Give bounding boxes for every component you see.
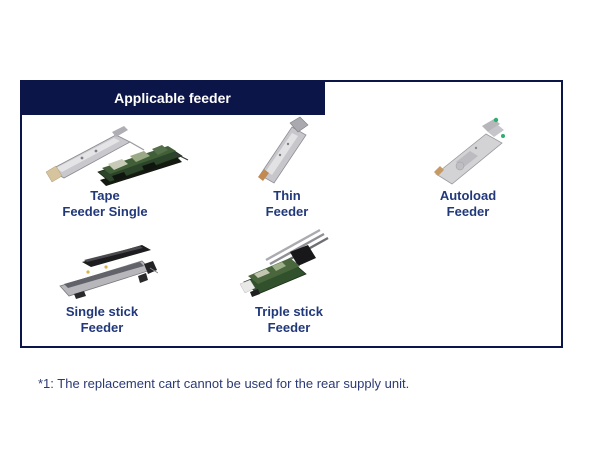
feeder-name-line1: Autoload	[439, 188, 497, 203]
triple-stick-feeder-image	[236, 224, 330, 302]
thin-feeder-label: Thin Feeder	[227, 188, 347, 220]
feeder-name-line2: Feeder	[265, 204, 309, 219]
single-stick-feeder-label: Single stick Feeder	[42, 304, 162, 336]
feeder-name-line1: Single stick	[65, 304, 139, 319]
triple-stick-feeder-label: Triple stick Feeder	[229, 304, 349, 336]
feeder-name-line1: Thin	[273, 188, 301, 203]
applicable-feeder-header: Applicable feeder	[20, 80, 325, 115]
feeder-name-line1: Triple stick	[255, 304, 323, 319]
feeder-name-line2: Feeder	[446, 204, 490, 219]
thin-feeder-image	[250, 113, 322, 189]
feeder-name-line2: Feeder	[80, 320, 124, 335]
feeder-name-line1: Tape	[90, 188, 120, 203]
tape-feeder-single-image	[42, 120, 192, 187]
footnote-text: *1: The replacement cart cannot be used …	[38, 376, 410, 391]
applicable-feeder-header-label: Applicable feeder	[114, 89, 231, 106]
autoload-feeder-image	[430, 114, 510, 188]
feeder-name-line2: Feeder	[267, 320, 311, 335]
tape-feeder-single-label: Tape Feeder Single	[25, 188, 185, 220]
single-stick-feeder-image	[54, 238, 158, 302]
feeder-name-line2: Feeder Single	[62, 204, 148, 219]
autoload-feeder-label: Autoload Feeder	[408, 188, 528, 220]
